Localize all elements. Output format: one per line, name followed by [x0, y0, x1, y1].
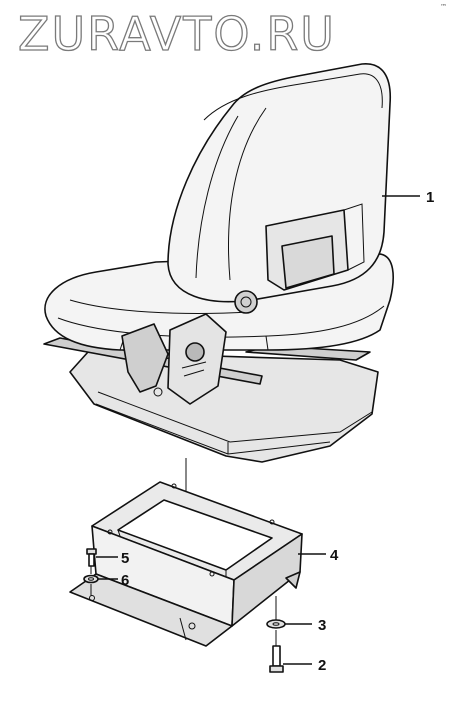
callout-3: 3 — [318, 617, 326, 634]
watermark-text: ZURAVTO.RU — [18, 7, 336, 61]
seat-assembly — [43, 63, 394, 463]
washer-6 — [83, 574, 99, 584]
callout-5: 5 — [121, 550, 129, 567]
bolt-2 — [269, 645, 284, 673]
callout-6: 6 — [121, 572, 129, 589]
callout-2: 2 — [318, 657, 326, 674]
bolt-5 — [86, 548, 97, 567]
watermark-trademark: ™ — [440, 3, 447, 11]
callout-1: 1 — [426, 189, 434, 206]
mounting-bracket — [69, 481, 303, 647]
callout-4: 4 — [330, 547, 339, 564]
washer-3 — [266, 619, 286, 629]
